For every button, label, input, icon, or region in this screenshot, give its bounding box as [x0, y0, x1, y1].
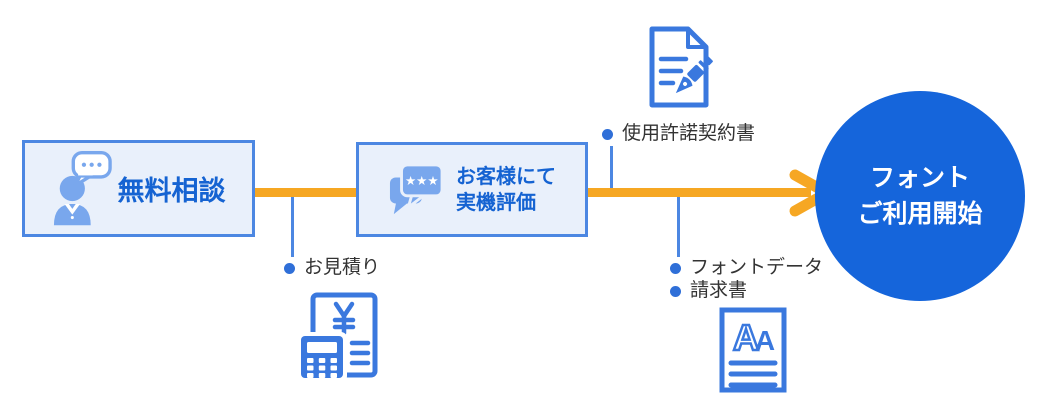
step-evaluation-line1: お客様にて [456, 165, 556, 188]
goal-line1: フォント [869, 164, 970, 192]
bullet-icon [284, 262, 295, 274]
goal-line2: ご利用開始 [857, 200, 983, 228]
annotation-font-data: フォントデータ [670, 257, 823, 279]
consultant-person-icon [53, 151, 112, 226]
svg-text:A: A [733, 317, 759, 358]
svg-text:A: A [755, 325, 775, 356]
step-consultation-label: 無料相談 [117, 176, 226, 206]
bullet-icon [602, 128, 613, 140]
annotation-estimate-label: お見積り [304, 257, 381, 278]
contract-signing-pen-icon [649, 26, 713, 108]
chat-bubbles-stars-icon: ★★★ [389, 162, 444, 214]
step-box-evaluation: ★★★ お客様にて 実機評価 [356, 142, 588, 237]
annotation-font-data-label: フォントデータ [690, 257, 824, 278]
step-box-consultation: 無料相談 [22, 140, 255, 237]
connector-line-deliverables [677, 197, 680, 257]
annotation-license-label: 使用許諾契約書 [622, 123, 756, 144]
annotation-invoice: 請求書 [670, 280, 747, 302]
connector-line-estimate [291, 197, 294, 257]
step-evaluation-label: お客様にて 実機評価 [456, 164, 556, 216]
annotation-license: 使用許諾契約書 [602, 123, 755, 145]
bullet-icon [670, 285, 681, 297]
connector-line-license [610, 146, 613, 188]
annotation-estimate: お見積り [284, 257, 380, 279]
goal-circle-font-start: フォント ご利用開始 [815, 91, 1025, 301]
svg-text:★★★: ★★★ [405, 173, 439, 188]
step-evaluation-line2: 実機評価 [456, 191, 536, 214]
bullet-icon [670, 262, 681, 274]
annotation-invoice-label: 請求書 [690, 280, 748, 301]
font-specimen-document-icon: A A [719, 307, 787, 393]
calculator-estimate-icon [297, 292, 378, 382]
